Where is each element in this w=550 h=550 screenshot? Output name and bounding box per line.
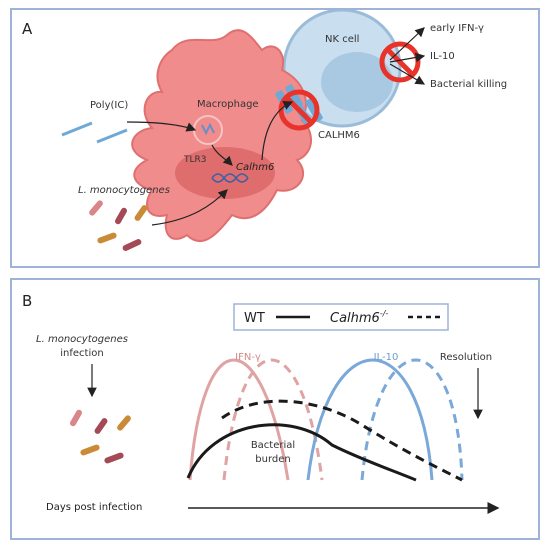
- burden-wt-curve: [186, 423, 417, 482]
- panel-a-label: A: [22, 20, 33, 38]
- macrophage: Macrophage TLR3 Calhm6: [131, 29, 312, 242]
- ifng-ko-curve: [222, 358, 324, 481]
- legend-wt-label: WT: [244, 311, 265, 326]
- resolution-label: Resolution: [440, 352, 492, 363]
- burden-ko-curve: [221, 399, 463, 482]
- panel-a-diagram: NK cell Macrophage TLR3 Calhm6 CALHM6: [61, 10, 507, 251]
- pathogen-label: L. monocytogenes: [78, 185, 170, 196]
- macrophage-label: Macrophage: [197, 99, 259, 110]
- output-early-ifng: early IFN-γ: [430, 23, 484, 34]
- polyic-label: Poly(IC): [90, 100, 128, 111]
- legend: WT Calhm6-/-: [233, 303, 449, 331]
- x-axis-label: Days post infection: [46, 502, 142, 513]
- arrow-early-ifng: [389, 27, 425, 61]
- arrow-pathogen: [151, 189, 228, 226]
- arrow-il10: [389, 52, 426, 63]
- polyic-icon: [61, 121, 128, 144]
- il10-label: IL-10: [374, 352, 399, 363]
- arrow-tlr3-gene: [211, 144, 233, 166]
- burden-label-line2: burden: [255, 454, 290, 465]
- arrow-polyic: [126, 121, 197, 132]
- ifng-label: IFN-γ: [235, 352, 261, 363]
- bacteria-cluster-a: [89, 200, 148, 251]
- legend-ko-label: Calhm6-/-: [330, 309, 388, 326]
- infection-label-line1: L. monocytogenes: [36, 334, 128, 345]
- panel-b: B WT Calhm6-/- L. monocytogenes infectio…: [10, 278, 540, 540]
- calhm6-gene-label: Calhm6: [236, 162, 274, 173]
- burden-label-line1: Bacterial: [251, 440, 295, 451]
- output-il10: IL-10: [430, 51, 455, 62]
- bacteria-cluster-b: [70, 409, 131, 464]
- il10-wt-curve: [306, 358, 434, 481]
- calhm6-protein-label: CALHM6: [318, 130, 360, 141]
- panel-a: A NK cell Macrophage TLR3 Calhm6: [10, 8, 540, 268]
- nk-cell-label: NK cell: [325, 34, 359, 45]
- arrow-gene-channel: [261, 101, 294, 161]
- panel-b-diagram: WT Calhm6-/- L. monocytogenes infection …: [36, 303, 500, 514]
- arrow-bacterial-killing: [389, 63, 426, 85]
- tlr3-icon: [201, 122, 215, 136]
- infection-label-line2: infection: [60, 348, 103, 359]
- il10-ko-curve: [360, 358, 464, 481]
- panel-b-label: B: [22, 292, 33, 310]
- output-bacterial-killing: Bacterial killing: [430, 79, 507, 90]
- dna-icon: [211, 173, 249, 183]
- tlr3-label: TLR3: [183, 155, 207, 165]
- nk-cell: NK cell: [282, 10, 402, 128]
